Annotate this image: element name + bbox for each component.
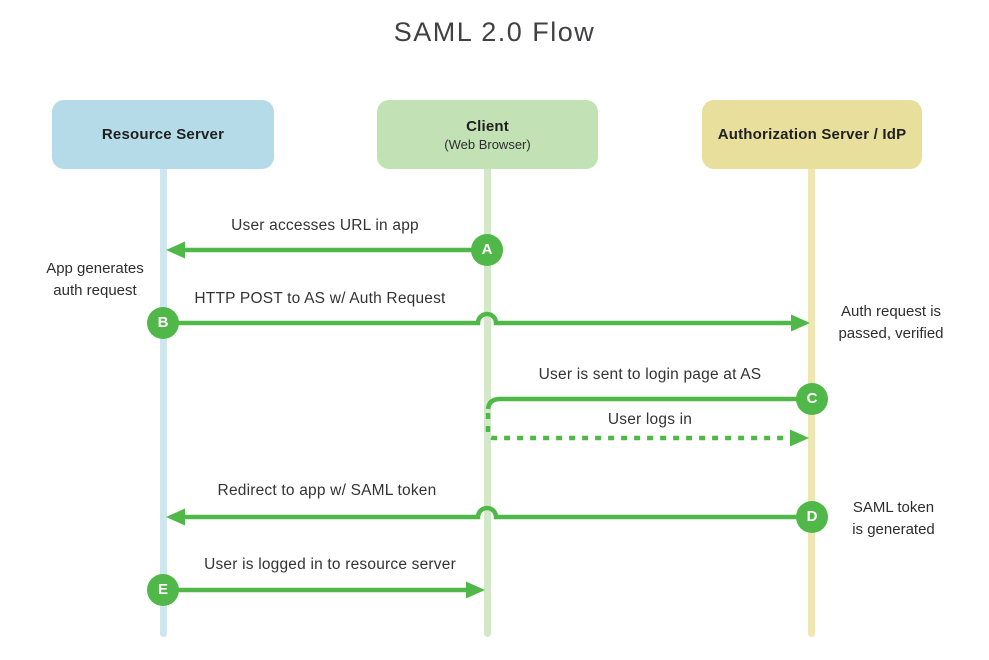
note-line: auth request: [53, 282, 137, 299]
arrow-c: [485, 396, 812, 410]
note-line: is generated: [852, 521, 935, 538]
step-badge-d: D: [796, 501, 828, 533]
note-line: passed, verified: [838, 325, 944, 342]
message-label-user-logs-in: User logs in: [607, 411, 693, 428]
message-label-e: User is logged in to resource server: [204, 556, 456, 573]
arrow-a: [166, 241, 487, 259]
note-line: Auth request is: [840, 303, 942, 320]
note-line: SAML token: [852, 499, 935, 516]
arrowhead-e-right: [466, 581, 485, 599]
arrowhead-d-left: [166, 508, 185, 526]
note-app-generates-auth-request: App generates auth request: [25, 258, 165, 302]
note-auth-request-verified: Auth request is passed, verified: [826, 301, 956, 345]
arrowhead-login-right: [790, 429, 809, 447]
lifeline-resource-server: [160, 169, 167, 637]
arrow-user-logs-in: [485, 413, 809, 447]
arrow-e: [163, 581, 485, 599]
arrowhead-a-left: [166, 241, 185, 259]
step-badge-e: E: [147, 574, 179, 606]
step-badge-a: A: [471, 234, 503, 266]
message-label-a: User accesses URL in app: [231, 217, 419, 234]
arrow-d: [166, 505, 812, 526]
actor-authorization-server-label: Authorization Server / IdP: [717, 126, 907, 143]
arrow-b: [163, 311, 810, 332]
actor-client-sublabel: (Web Browser): [444, 136, 531, 152]
message-label-d: Redirect to app w/ SAML token: [217, 482, 437, 499]
message-label-b: HTTP POST to AS w/ Auth Request: [194, 290, 446, 307]
message-label-c: User is sent to login page at AS: [538, 366, 762, 383]
note-saml-token-generated: SAML token is generated: [836, 497, 951, 541]
step-badge-b: B: [147, 307, 179, 339]
step-badge-c: C: [796, 383, 828, 415]
actor-authorization-server: Authorization Server / IdP: [702, 100, 922, 169]
actor-client-label: Client: [466, 117, 509, 135]
actor-client: Client (Web Browser): [377, 100, 598, 169]
arrowhead-b-right: [791, 314, 810, 332]
note-line: App generates: [46, 260, 144, 277]
diagram-title: SAML 2.0 Flow: [393, 17, 596, 47]
actor-resource-server-label: Resource Server: [101, 126, 225, 143]
actor-resource-server: Resource Server: [52, 100, 274, 169]
